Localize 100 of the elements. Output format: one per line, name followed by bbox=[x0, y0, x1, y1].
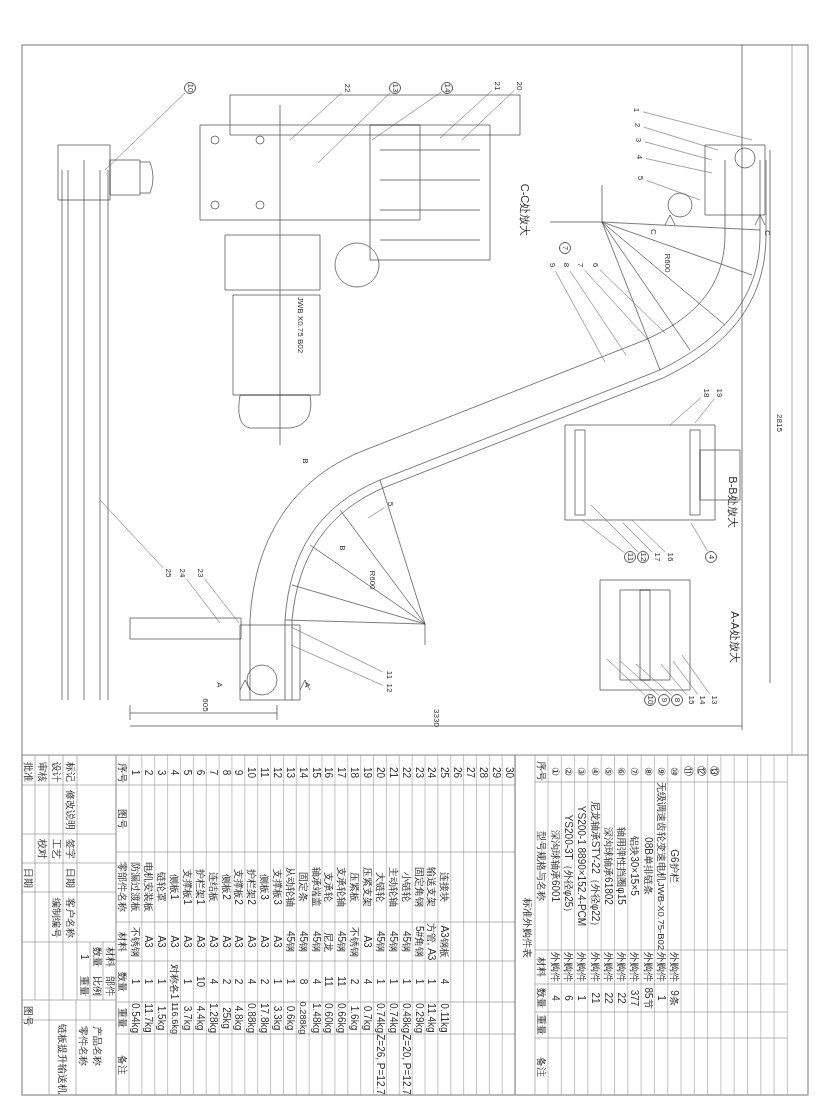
table-entry: 377 bbox=[628, 988, 642, 1009]
table-entry: 45钢 bbox=[296, 929, 310, 955]
table-entry: 3 bbox=[155, 768, 168, 778]
table-entry: 1 bbox=[425, 977, 438, 987]
callout-number: 6 bbox=[589, 259, 601, 271]
callout-number: 1 bbox=[630, 104, 642, 116]
leader-line bbox=[99, 499, 164, 569]
table-entry: 28 bbox=[476, 765, 490, 781]
table-entry: 轴承端盖 bbox=[309, 866, 323, 909]
leader-line bbox=[672, 660, 699, 695]
table-entry: 外购件 bbox=[628, 951, 642, 984]
leader-line bbox=[569, 270, 627, 356]
table-entry: 0.66kg bbox=[335, 1002, 348, 1034]
table-entry: ⑩ bbox=[668, 765, 681, 778]
table-entry: A3 bbox=[206, 934, 220, 950]
table-entry: 11 bbox=[258, 766, 271, 780]
table-entry: 45钢 bbox=[399, 929, 413, 955]
leader-line bbox=[645, 158, 713, 174]
dimension-text: 605 bbox=[200, 697, 210, 714]
table-entry: 护栏架1 bbox=[193, 868, 207, 907]
table-entry: 11 bbox=[322, 975, 335, 989]
leader-line bbox=[367, 507, 385, 519]
leader-line bbox=[644, 141, 713, 161]
table-entry: YS200-3T（外径φ25） bbox=[561, 813, 575, 920]
table-entry: Z=26, P=12.7 bbox=[374, 1034, 387, 1095]
table-entry: 尼龙轴承STY-22（外径φ22） bbox=[588, 799, 602, 934]
table-entry: 3.3kg bbox=[271, 1004, 284, 1033]
view-title: A-A处放大 bbox=[728, 610, 742, 665]
table-header: 材料 bbox=[116, 930, 129, 954]
table-entry: 1 bbox=[155, 977, 168, 987]
title-block-text: 审核 bbox=[36, 761, 49, 784]
table-entry: A3 bbox=[155, 934, 168, 950]
table-entry: 17.8kg bbox=[258, 1002, 271, 1034]
table-entry: 4 bbox=[245, 977, 258, 987]
table-entry: 电机安装板 bbox=[142, 861, 155, 914]
table-entry: A3 bbox=[258, 934, 271, 950]
leader-line bbox=[606, 658, 646, 696]
table-entry: A3 bbox=[219, 934, 232, 950]
table-entry: 支承轮 bbox=[322, 871, 335, 904]
table-entry: ① bbox=[548, 765, 562, 778]
table-entry: 1 bbox=[129, 768, 142, 778]
table-entry: 无级调速齿轮变速电机JWB-X0.75-B02 bbox=[654, 782, 668, 950]
table-entry: ② bbox=[561, 765, 575, 778]
table-entry: 22 bbox=[615, 991, 628, 1006]
leader-line bbox=[642, 111, 753, 141]
table-entry: 4.8kg bbox=[232, 1004, 245, 1033]
table-entry: 15 bbox=[309, 765, 323, 781]
table-entry: 11.4kg bbox=[425, 1002, 438, 1034]
table-entry: 支撑板2 bbox=[232, 868, 245, 907]
table-entry: 1 bbox=[412, 977, 425, 987]
table-entry: 0.11kg bbox=[438, 1002, 451, 1034]
table-entry: 27 bbox=[464, 765, 477, 781]
title-block-text: 零件名称 bbox=[77, 1025, 90, 1068]
table-entry: 链轮罩 bbox=[155, 871, 168, 904]
table-entry: 1 bbox=[575, 994, 588, 1003]
title-block-text: 重量 bbox=[78, 974, 91, 998]
table-entry: 20 bbox=[374, 765, 387, 781]
dimension-text: 3330 bbox=[431, 708, 441, 729]
title-block-text: 产品名称 bbox=[91, 1025, 104, 1068]
table-entry: 支撑板1 bbox=[180, 868, 194, 907]
section-letter: A bbox=[302, 681, 312, 690]
table-entry: 侧板1 bbox=[168, 873, 181, 902]
table-entry: 5#角钢 bbox=[412, 924, 425, 960]
table-entry: G6护栏 bbox=[668, 848, 681, 885]
table-entry: 外购件 bbox=[548, 951, 562, 984]
table-entry: 0.29kg bbox=[412, 1002, 425, 1034]
callout-number: 22 bbox=[341, 82, 353, 94]
table-entry: 1.48kg bbox=[309, 1002, 323, 1034]
table-entry: 0.88kg bbox=[245, 1002, 258, 1034]
leader-line bbox=[290, 626, 383, 673]
table-entry: 1 bbox=[180, 977, 194, 987]
leader-line bbox=[204, 578, 240, 624]
leader-line bbox=[439, 90, 493, 139]
table-entry: 21 bbox=[588, 991, 602, 1006]
callout-number: 15 bbox=[685, 694, 697, 706]
table-entry: 0.60kg bbox=[322, 1002, 335, 1034]
table-entry: 116.6kg bbox=[168, 1002, 181, 1034]
dimension-text: 2815 bbox=[774, 413, 784, 434]
callout-number: 25 bbox=[162, 567, 174, 579]
callout-number: 19 bbox=[713, 387, 725, 399]
table-entry: 16 bbox=[322, 765, 335, 781]
table-entry: 1 bbox=[271, 977, 284, 987]
leader-line bbox=[646, 180, 701, 201]
title-block-text: 修改说明 bbox=[64, 788, 77, 832]
leader-line bbox=[290, 644, 383, 686]
table-header: 型号规格与名称 bbox=[535, 830, 548, 903]
table-entry: 外购件 bbox=[601, 951, 615, 984]
title-block-text: 链板提升输送机 bbox=[56, 1022, 69, 1095]
table-entry: ⑨ bbox=[655, 765, 668, 778]
leader-line bbox=[599, 269, 666, 334]
title-block-text: 部件 bbox=[104, 974, 117, 998]
table-entry: 4 bbox=[361, 977, 374, 987]
table-entry: 0.6kg bbox=[283, 1004, 297, 1033]
table-entry: 主动轮轴 bbox=[386, 866, 400, 909]
table-entry: 22 bbox=[601, 991, 615, 1006]
table-entry: A3 bbox=[168, 934, 181, 950]
callout-number: 4 bbox=[633, 151, 645, 163]
table-entry: 6 bbox=[561, 994, 575, 1003]
title-block-text: 客户名称 bbox=[64, 896, 77, 940]
table-entry: 外购件 bbox=[561, 951, 575, 984]
